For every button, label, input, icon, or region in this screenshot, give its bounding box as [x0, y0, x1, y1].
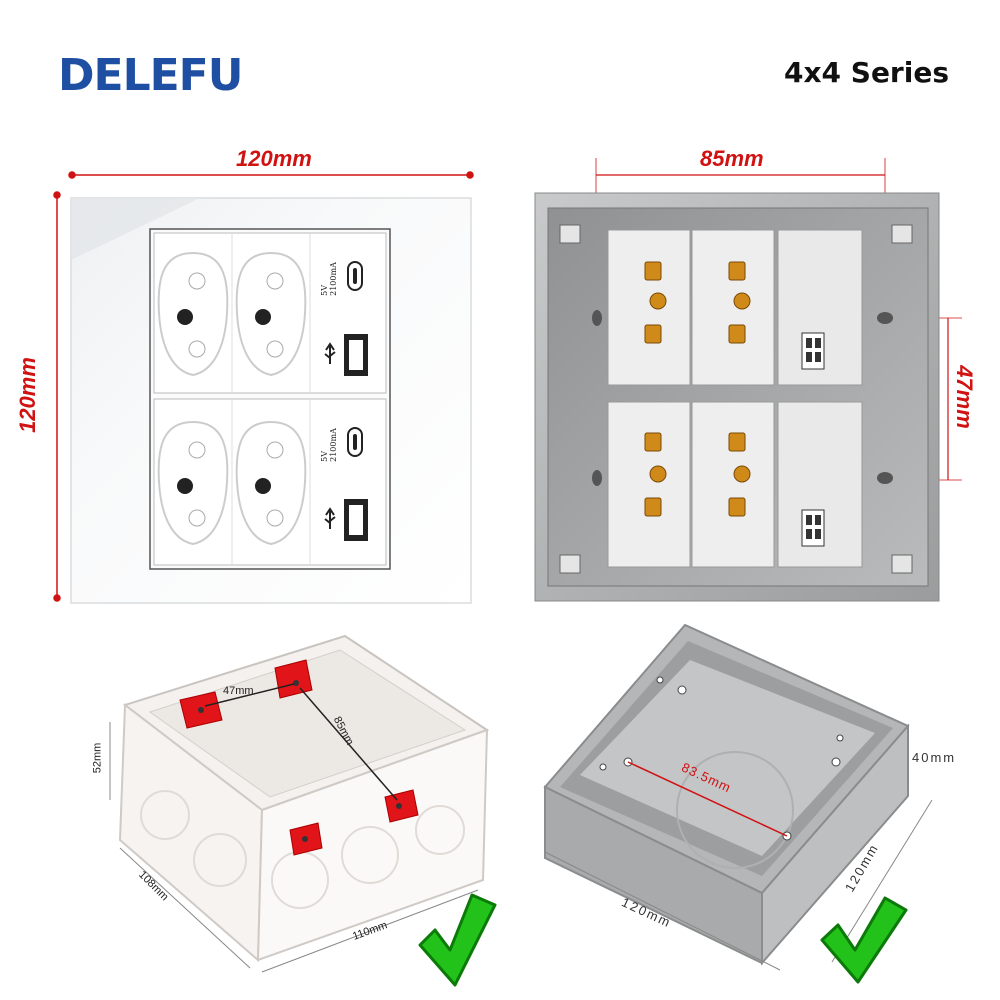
front-width-label: 120mm: [236, 146, 312, 171]
check-icon: [820, 896, 908, 984]
usb-c-port-icon: [347, 261, 363, 457]
terminal-screw: [644, 261, 751, 517]
plastic-dim-47: 47mm: [223, 685, 254, 697]
socket-outlet: [235, 251, 307, 377]
corner-clip: [559, 224, 913, 574]
plastic-box-illustration: [109, 634, 490, 973]
usb-terminal: [801, 332, 825, 547]
metal-diagonal-line: [627, 761, 788, 837]
red-screw-mount: [179, 659, 419, 856]
series-title: 4x4 Series: [784, 56, 949, 89]
back-hole-spacing-label: 85mm: [700, 146, 764, 171]
mounting-hole: [592, 310, 893, 486]
brand-logo: DELEFU: [58, 50, 243, 101]
socket-outlet: [157, 251, 229, 377]
plastic-height: 52mm: [91, 742, 104, 774]
back-vertical-spacing-label: 47mm: [951, 365, 977, 429]
usb-symbol-icon: [324, 342, 336, 529]
front-width-dimension: [68, 171, 474, 179]
check-icon: [418, 893, 497, 987]
front-height-label: 120mm: [14, 357, 40, 433]
socket-outlet: [157, 420, 229, 546]
front-height-dimension: [53, 191, 61, 602]
metal-box-illustration: [543, 623, 933, 971]
socket-outlet: [235, 420, 307, 546]
usb-a-port-icon: [344, 334, 368, 541]
metal-height: 40mm: [912, 750, 957, 765]
